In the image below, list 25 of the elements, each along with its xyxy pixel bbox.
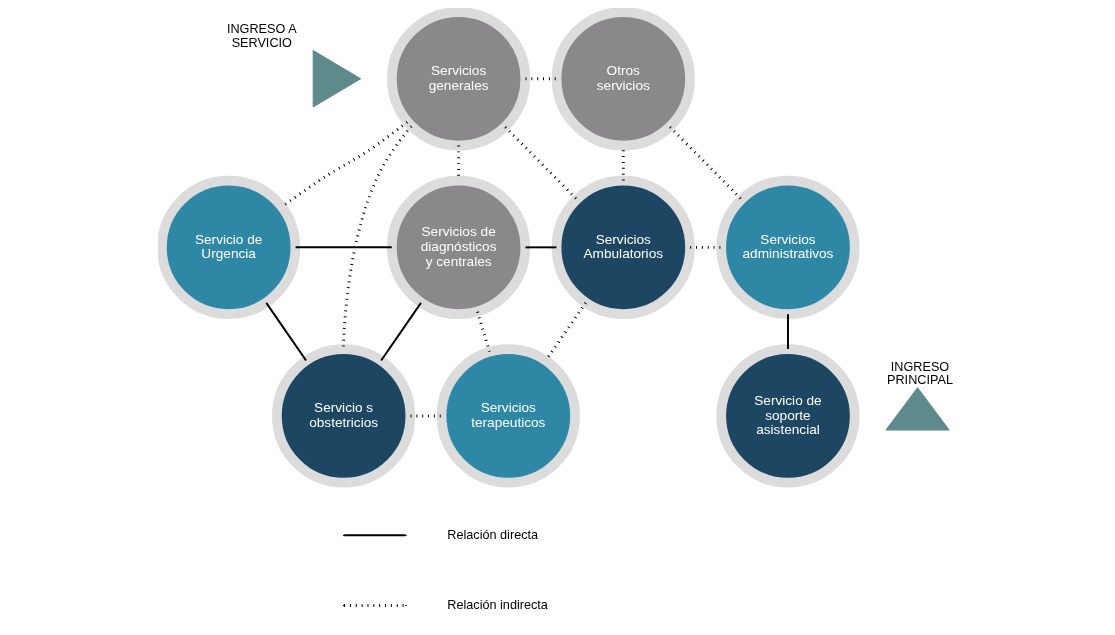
connector [524,246,557,249]
connector [264,301,307,362]
connector [786,313,789,350]
connector [503,126,578,201]
node-circle: Servicios Ambulatorios [551,175,695,319]
node-label: INGRESO PRINCIPAL [886,359,953,388]
node-circle: Servicio s obstetricios [271,344,415,488]
node-label: INGRESO A SERVICIO [226,22,297,50]
connector [668,126,742,201]
connector [410,414,441,418]
node-circle: Servicios generales [386,8,530,151]
connector [294,246,393,249]
node-circle: Otros servicios [551,8,695,151]
connector [379,301,422,362]
node-circle: Servicios terapeuticos [436,344,580,488]
node-circle: Servicios de diagnósticos y centrales [386,175,530,319]
node-circle: Servicios administrativos [715,175,860,319]
node-triangle [884,387,950,431]
node-circle: Servicio de soporte asistencial [715,344,860,488]
node-circle: Servicio de Urgencia [157,175,300,319]
connector [475,311,491,353]
legend-label: Relación directa [446,527,538,542]
node-triangle [312,50,361,108]
legend-label: Relación indirecta [446,597,548,612]
connector [689,245,721,249]
